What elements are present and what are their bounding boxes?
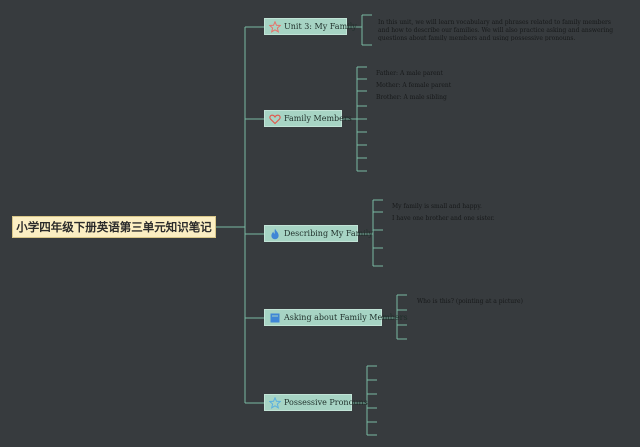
star-icon: [268, 20, 282, 33]
branch-family-members[interactable]: Family Members: [264, 110, 352, 127]
branch-asking-about-family-members[interactable]: Asking about Family Members: [264, 309, 408, 326]
note-mother: Mother: A female parent: [376, 82, 452, 89]
branch-label: Family Members: [284, 114, 352, 123]
root-title: 小学四年级下册英语第三单元知识笔记: [16, 220, 212, 234]
star-icon: [268, 396, 282, 409]
branch-unit-3-my-family[interactable]: Unit 3: My Family: [264, 18, 357, 35]
branch-possessive-pronouns[interactable]: Possessive Pronouns: [264, 394, 368, 411]
heart-icon: [269, 113, 281, 125]
flame-icon: [269, 228, 281, 240]
note-family-small: My family is small and happy.: [392, 203, 482, 210]
note-brother: Brother: A male sibling: [376, 94, 447, 101]
note-father: Father: A male parent: [376, 70, 443, 77]
branch-label: Possessive Pronouns: [284, 398, 368, 407]
branch-label: Asking about Family Members: [284, 313, 408, 322]
branch-label: Unit 3: My Family: [284, 22, 357, 31]
book-icon: [269, 312, 281, 324]
note-one-brother: I have one brother and one sister.: [392, 215, 495, 222]
note-who-is-this: Who is this? (pointing at a picture): [417, 298, 523, 305]
root-topic[interactable]: 小学四年级下册英语第三单元知识笔记: [12, 216, 216, 238]
unit-intro-note: In this unit, we will learn vocabulary a…: [378, 19, 614, 41]
branch-describing-my-family[interactable]: Describing My Family: [264, 225, 373, 242]
branch-label: Describing My Family: [284, 229, 373, 238]
